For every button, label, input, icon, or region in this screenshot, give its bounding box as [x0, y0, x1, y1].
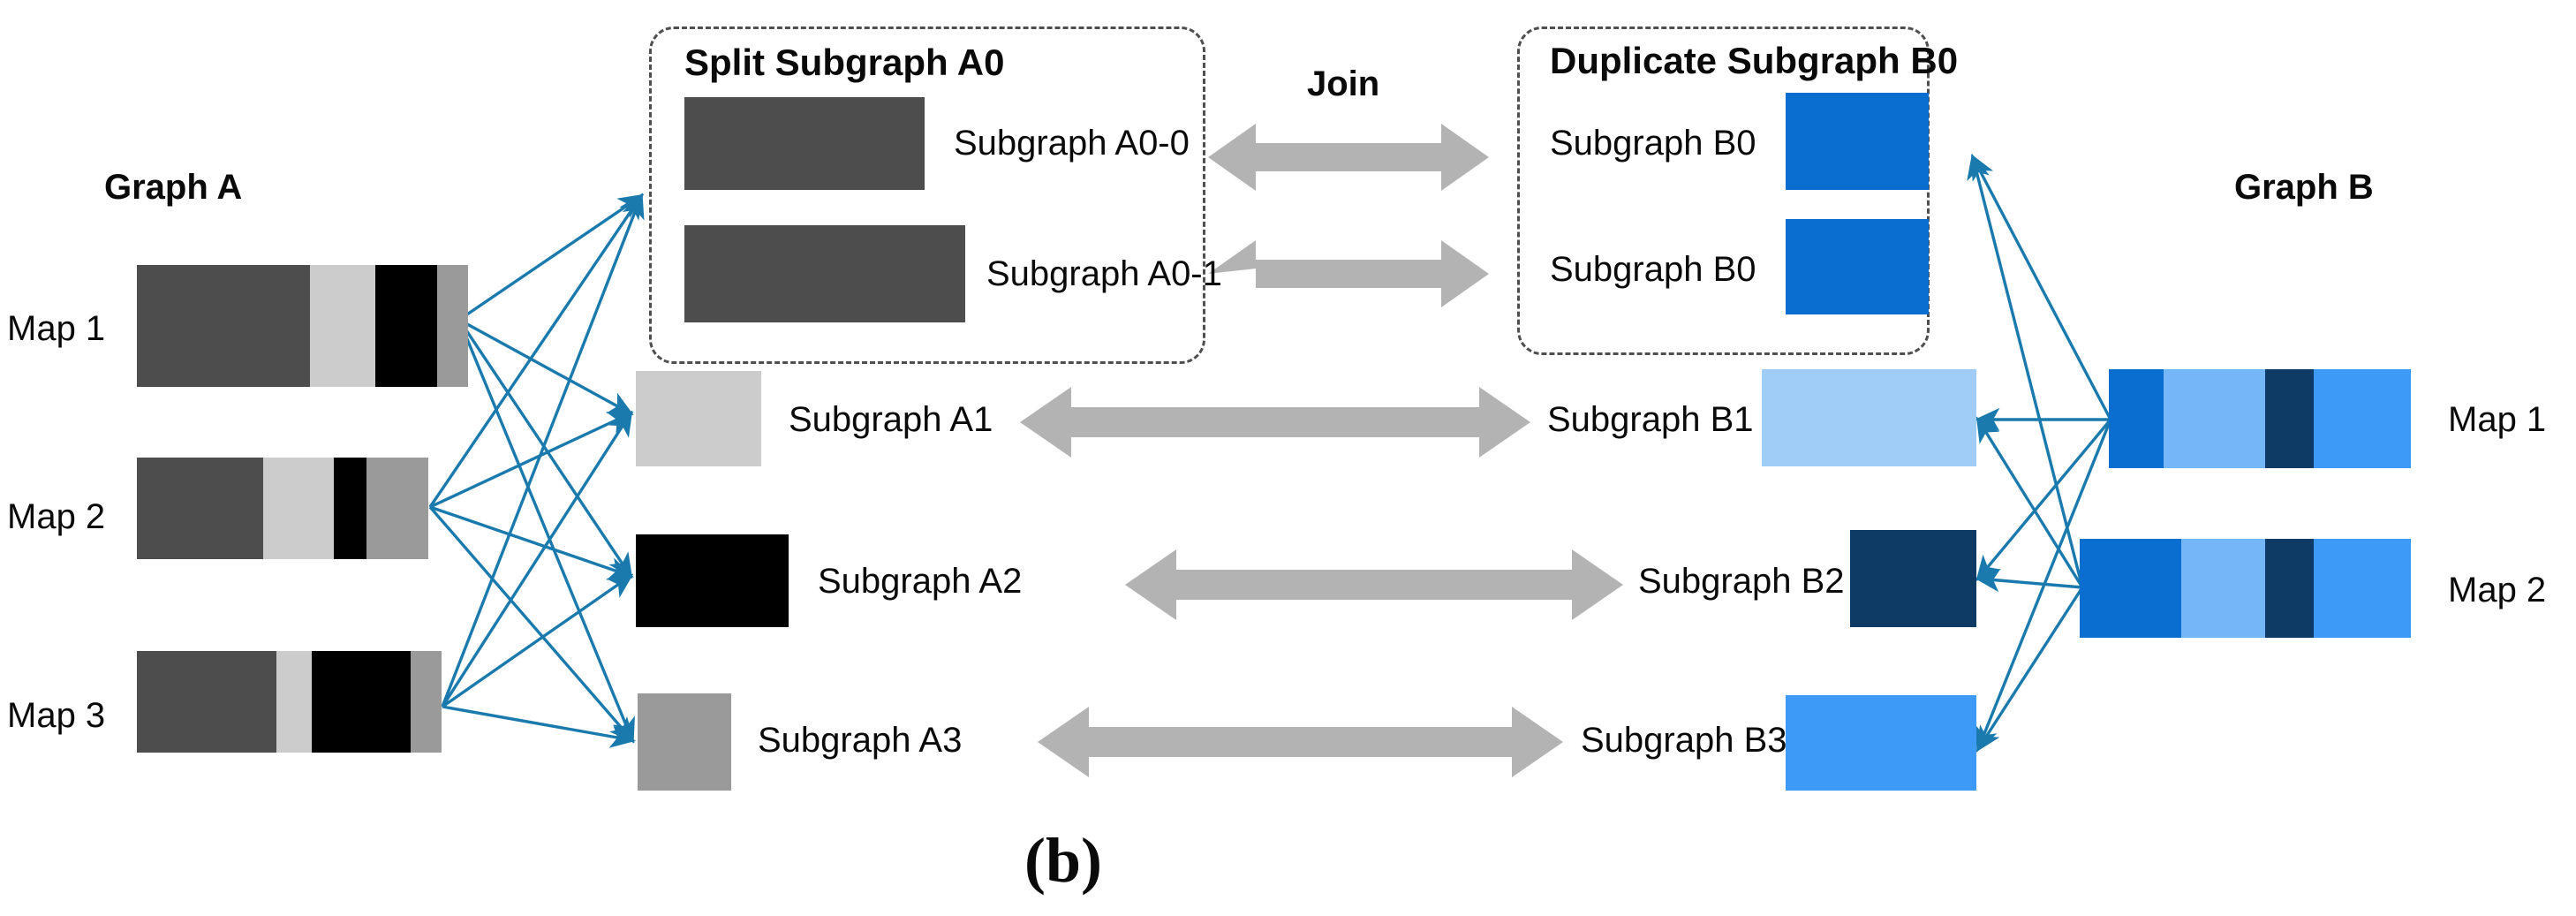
graph-a-map-1-label: Map 1: [7, 309, 106, 348]
bar-segment-dark-gray: [137, 458, 263, 559]
subgraph-a1-block: [636, 371, 761, 466]
duplicate-subgraph-b0-title: Duplicate Subgraph B0: [1550, 40, 1959, 81]
graph-b-map-1-bar: [2109, 369, 2411, 468]
figure-caption: (b): [1024, 825, 1102, 896]
subgraph-b0-second-label: Subgraph B0: [1550, 250, 1756, 289]
bar-segment-black: [334, 458, 366, 559]
graph-b-map-2-label: Map 2: [2448, 571, 2547, 609]
bar-segment-bright-blue: [2314, 539, 2411, 638]
bar-segment-light-gray: [263, 458, 334, 559]
join-arrow-a2-b2: [1125, 549, 1623, 620]
bar-segment-black: [312, 651, 411, 753]
join-arrow-a01-b0: [1208, 240, 1489, 307]
bar-segment-dark-gray: [137, 265, 310, 387]
graph-a-title: Graph A: [104, 168, 243, 207]
bar-segment-navy: [2265, 539, 2314, 638]
subgraph-a2-label: Subgraph A2: [818, 562, 1023, 601]
graph-a-map-3-label: Map 3: [7, 696, 106, 735]
graph-a-map-3-bar: [137, 651, 442, 753]
subgraph-b0-first-label: Subgraph B0: [1550, 124, 1756, 163]
subgraph-a3-block: [638, 693, 731, 791]
join-arrow-a00-b0: [1208, 124, 1489, 191]
graph-b-title: Graph B: [2234, 168, 2374, 207]
subgraph-b1-label: Subgraph B1: [1547, 400, 1754, 439]
duplicate-subgraph-b0-box: [1517, 26, 1930, 355]
bar-segment-bright-blue: [2314, 369, 2411, 468]
join-label: Join: [1307, 64, 1380, 103]
subgraph-b2-block: [1850, 530, 1976, 627]
subgraph-a2-block: [636, 534, 789, 627]
graph-b-map-2-bar: [2080, 539, 2411, 638]
subgraph-a0-0-label: Subgraph A0-0: [954, 124, 1190, 163]
split-subgraph-a0-title: Split Subgraph A0: [684, 42, 1005, 83]
bar-segment-light-gray: [310, 265, 375, 387]
subgraph-a3-label: Subgraph A3: [758, 721, 963, 760]
split-subgraph-a0-box: [649, 26, 1205, 364]
bar-segment-medium-gray: [366, 458, 428, 559]
bar-segment-light-blue: [2181, 539, 2265, 638]
subgraph-a1-label: Subgraph A1: [789, 400, 993, 439]
subgraph-a0-1-block: [684, 225, 965, 322]
subgraph-b2-label: Subgraph B2: [1638, 562, 1845, 601]
bar-segment-black: [375, 265, 437, 387]
bar-segment-light-blue: [2164, 369, 2265, 468]
join-arrow-a1-b1: [1020, 387, 1530, 458]
subgraph-b0-first-block: [1786, 93, 1929, 190]
graph-b-edges: [1967, 154, 2112, 753]
subgraph-b1-block: [1762, 369, 1976, 466]
bar-segment-medium-gray: [411, 651, 442, 753]
bar-segment-navy: [2265, 369, 2314, 468]
graph-b-map-1-label: Map 1: [2448, 400, 2547, 439]
join-arrow-a3-b3: [1038, 707, 1563, 777]
subgraph-b3-label: Subgraph B3: [1581, 721, 1787, 760]
subgraph-a0-1-label: Subgraph A0-1: [986, 254, 1222, 293]
subgraph-b3-block: [1786, 695, 1976, 791]
bar-segment-medium-blue: [2109, 369, 2164, 468]
graph-a-map-2-label: Map 2: [7, 497, 106, 536]
bar-segment-medium-gray: [437, 265, 468, 387]
bar-segment-dark-gray: [137, 651, 276, 753]
bar-segment-light-gray: [276, 651, 312, 753]
bar-segment-medium-blue: [2080, 539, 2181, 638]
subgraph-b0-second-block: [1786, 219, 1929, 314]
graph-a-map-2-bar: [137, 458, 428, 559]
subgraph-a0-0-block: [684, 97, 925, 190]
graph-a-map-1-bar: [137, 265, 468, 387]
